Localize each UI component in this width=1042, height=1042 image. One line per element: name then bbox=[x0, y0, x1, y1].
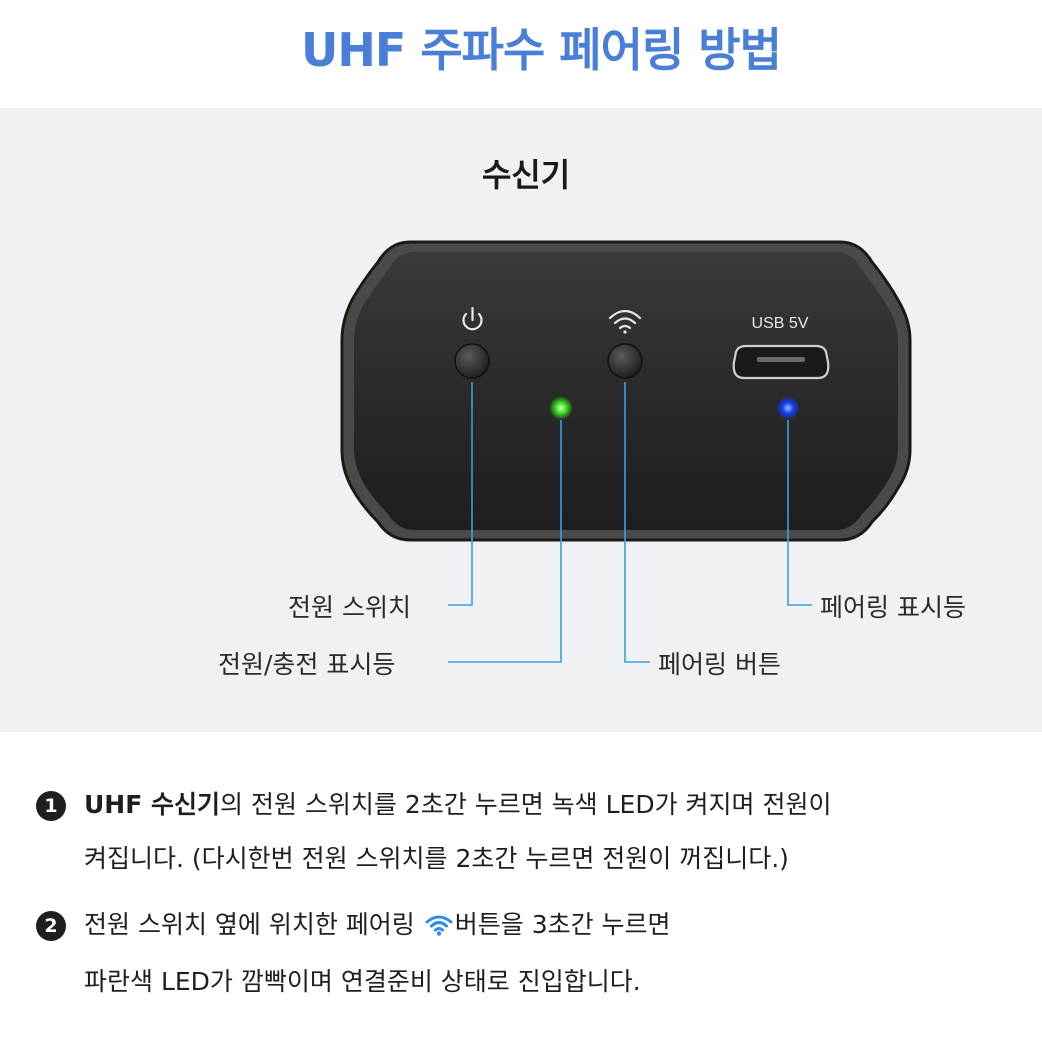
callout-lines bbox=[448, 382, 812, 663]
power-icon bbox=[462, 306, 483, 331]
device-title: 수신기 bbox=[481, 156, 571, 194]
step-1-line-2: 켜집니다. (다시한번 전원 스위치를 2초간 누르면 전원이 꺼집니다.) bbox=[84, 844, 789, 873]
instructions: 1 UHF 수신기의 전원 스위치를 2초간 누르면 녹색 LED가 켜지며 전… bbox=[36, 778, 1026, 1009]
usb-label: USB 5V bbox=[752, 315, 809, 332]
power-button[interactable] bbox=[454, 343, 490, 379]
wifi-icon bbox=[608, 309, 642, 334]
label-power-switch: 전원 스위치 bbox=[288, 593, 411, 622]
step-2-line-1: 전원 스위치 옆에 위치한 페어링 버튼을 3초간 누르면 bbox=[84, 898, 1026, 955]
label-pairing-indicator: 페어링 표시등 bbox=[820, 593, 966, 622]
callout-pairing-button bbox=[624, 382, 650, 663]
step-2-text-before: 전원 스위치 옆에 위치한 페어링 bbox=[84, 910, 423, 939]
micro-usb-port bbox=[732, 344, 830, 380]
step-number-badge: 1 bbox=[36, 791, 66, 821]
label-power-charge-indicator: 전원/충전 표시등 bbox=[218, 650, 396, 679]
step-2-line-2: 파란색 LED가 깜빡이며 연결준비 상태로 진입합니다. bbox=[84, 967, 641, 996]
step-1-text: 의 전원 스위치를 2초간 누르면 녹색 LED가 켜지며 전원이 bbox=[220, 790, 832, 819]
callout-pairing-indicator bbox=[787, 420, 812, 606]
wifi-icon bbox=[425, 901, 453, 955]
power-charge-led bbox=[549, 396, 573, 420]
pairing-button[interactable] bbox=[607, 343, 643, 379]
step-1-line-1: UHF 수신기의 전원 스위치를 2초간 누르면 녹색 LED가 켜지며 전원이 bbox=[84, 778, 1026, 832]
step-2: 2 전원 스위치 옆에 위치한 페어링 버튼을 3초간 누르면 파란색 LED가… bbox=[36, 898, 1026, 1009]
page-title: UHF 주파수 페어링 방법 bbox=[301, 23, 782, 77]
step-1: 1 UHF 수신기의 전원 스위치를 2초간 누르면 녹색 LED가 켜지며 전… bbox=[36, 778, 1026, 886]
pairing-led bbox=[776, 396, 800, 420]
step-2-text-after: 버튼을 3초간 누르면 bbox=[454, 910, 671, 939]
step-number-badge: 2 bbox=[36, 911, 66, 941]
callout-power-switch bbox=[448, 382, 473, 606]
receiver-body bbox=[354, 252, 898, 530]
callout-power-charge bbox=[448, 420, 562, 663]
label-pairing-button: 페어링 버튼 bbox=[658, 650, 781, 679]
step-1-bold: UHF 수신기 bbox=[84, 790, 221, 819]
